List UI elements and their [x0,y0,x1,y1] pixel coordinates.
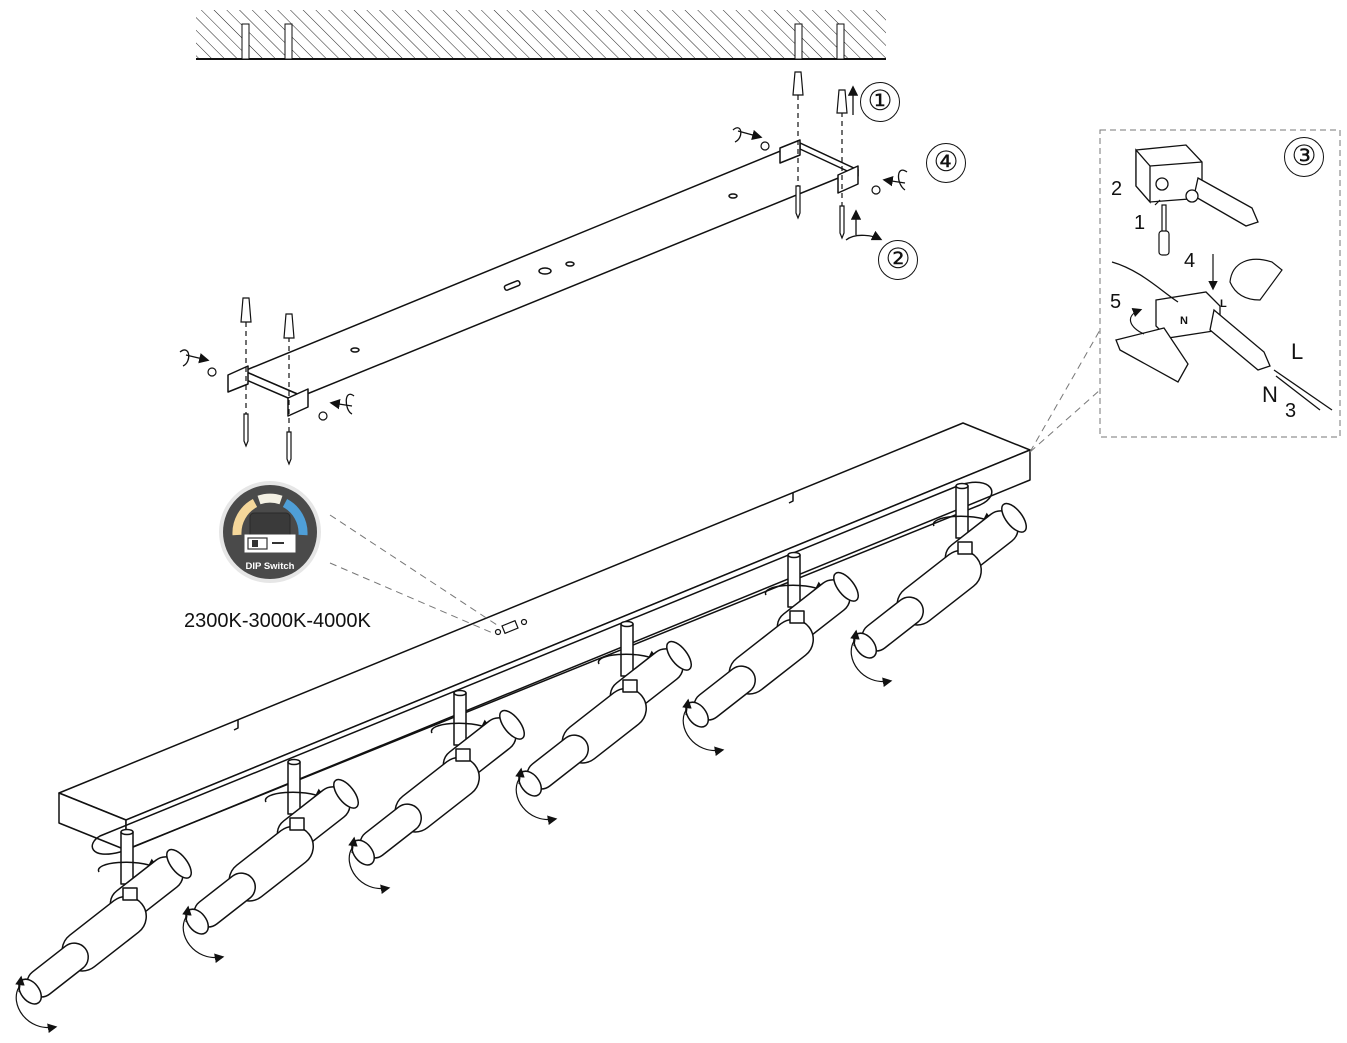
step-4-marker: ④ [926,143,966,183]
dip-switch-badge [219,481,321,583]
live-wire-label: L [1291,339,1304,364]
spotlight-head-icon [15,828,192,1033]
screw-icon [207,141,881,466]
ceiling-icon [196,10,886,60]
spotlight-head-icon [682,551,859,756]
wiring-detail-box [1099,129,1341,438]
spotlight-head-icon [515,620,692,825]
terminal-block-icon [1111,144,1333,411]
hand-icon [1229,258,1283,301]
wiring-step-3: 3 [1285,400,1297,422]
neutral-wire-label: N [1262,382,1278,407]
spotlight-head-icon [850,482,1027,687]
screwdriver-icon [1158,204,1170,256]
wiring-step-1: 1 [1134,212,1146,234]
rotate-arrow-icon [179,85,908,415]
color-temperature-label: 2300K-3000K-4000K [184,610,371,632]
spotlight-head-icon [348,689,525,894]
spotlight-head-icon [182,758,359,963]
mounting-bracket-icon [227,139,859,417]
step-3-marker: ③ [1284,137,1324,177]
dip-callout-lines [329,329,1101,635]
step-2-marker: ② [878,240,918,280]
wiring-step-2: 2 [1111,178,1123,200]
wiring-step-5: 5 [1110,291,1122,313]
spotlight-heads [15,482,1027,1033]
step-1-marker: ① [860,82,900,122]
terminal-neutral-label: N [1180,315,1188,327]
wall-plug-icon [240,71,848,450]
dip-switch-label: DIP Switch [245,561,295,572]
terminal-live-label: L [1220,298,1227,310]
wiring-step-4: 4 [1184,250,1196,272]
dip-switch-icon [494,618,528,636]
